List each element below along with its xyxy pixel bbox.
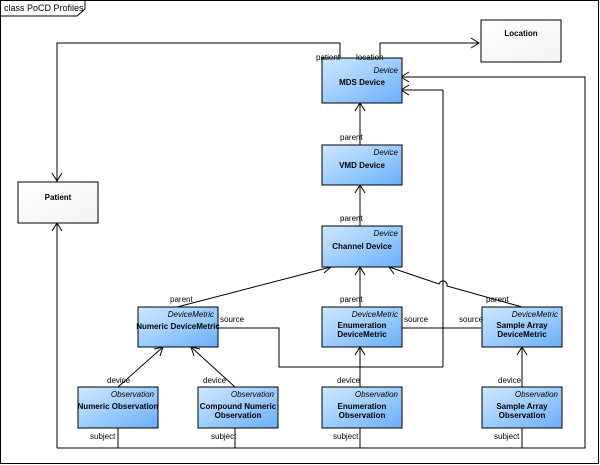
class-name: Numeric Observation [78, 402, 159, 411]
class-name: Observation [499, 411, 546, 420]
edge-compound-obs-metric [190, 346, 236, 388]
class-name: DeviceMetric [497, 330, 547, 339]
class-name: Channel Device [332, 242, 392, 251]
role-label-location: location [356, 53, 384, 62]
class-name: Location [504, 29, 537, 38]
class-stereotype: Device [374, 148, 399, 157]
edge-mds-location-arrowhead [470, 37, 480, 49]
class-name: Patient [45, 193, 72, 202]
class-name: Enumeration [338, 321, 387, 330]
class-mds-device[interactable]: Device MDS Device [321, 57, 403, 104]
class-enumeration-observation[interactable]: Observation Enumeration Observation [321, 386, 403, 429]
role-labels: patient location parent parent parent pa… [90, 53, 522, 441]
edge-mds-location [379, 42, 479, 58]
role-label-numeric-obs-device: device [107, 376, 131, 385]
class-channel-device[interactable]: Device Channel Device [321, 225, 403, 268]
class-stereotype: Observation [515, 390, 559, 399]
class-patient[interactable]: Patient [17, 181, 99, 224]
class-sample-array-observation[interactable]: Observation Sample Array Observation [481, 386, 563, 429]
class-enumeration-devicemetric[interactable]: DeviceMetric Enumeration DeviceMetric [321, 306, 403, 348]
role-label-numeric-source: source [220, 315, 245, 324]
role-label-compound-obs-subject: subject [211, 432, 237, 441]
role-label-channel-parent: parent [340, 214, 363, 223]
role-label-patient: patient [316, 53, 341, 62]
class-numeric-observation[interactable]: Observation Numeric Observation [77, 386, 159, 429]
role-label-sample-obs-device: device [498, 376, 522, 385]
role-label-vmd-parent: parent [340, 133, 363, 142]
class-name: Numeric DeviceMetric [136, 322, 220, 331]
role-label-enum-obs-device: device [337, 376, 361, 385]
edge-numeric-obs-metric [117, 346, 164, 388]
class-numeric-devicemetric[interactable]: DeviceMetric Numeric DeviceMetric [136, 306, 220, 348]
edge-numeric-metric-channel [176, 266, 332, 308]
role-label-sample-obs-subject: subject [494, 432, 520, 441]
edge-numeric-metric-source [218, 327, 443, 368]
class-name: Sample Array [496, 402, 548, 411]
class-name: Enumeration [338, 402, 387, 411]
role-label-numeric-obs-subject: subject [90, 432, 116, 441]
class-vmd-device[interactable]: Device VMD Device [321, 144, 403, 186]
class-compound-numeric-observation[interactable]: Observation Compound Numeric Observation [197, 386, 279, 429]
class-stereotype: Observation [111, 390, 155, 399]
frame-title: class PoCD Profiles [4, 3, 84, 13]
class-name: Compound Numeric [200, 402, 277, 411]
class-name: VMD Device [339, 161, 385, 170]
class-stereotype: Device [374, 66, 399, 75]
class-name: DeviceMetric [337, 330, 387, 339]
role-label-enum-parent: parent [340, 295, 363, 304]
class-name: Observation [339, 411, 386, 420]
edge-mds-patient [56, 42, 341, 181]
role-label-enum-source: source [404, 315, 429, 324]
class-stereotype: Observation [355, 390, 399, 399]
class-sample-array-devicemetric[interactable]: DeviceMetric Sample Array DeviceMetric [481, 306, 563, 348]
edge-mds-patient-arrowhead [51, 172, 63, 182]
role-label-enum-obs-subject: subject [333, 432, 359, 441]
class-stereotype: DeviceMetric [352, 310, 398, 319]
class-location[interactable]: Location [480, 19, 562, 63]
class-name: MDS Device [339, 78, 385, 87]
class-stereotype: DeviceMetric [168, 310, 214, 319]
class-stereotype: Device [374, 229, 399, 238]
class-name: Observation [215, 411, 262, 420]
role-label-sample-source: source [459, 315, 484, 324]
role-label-sample-parent: parent [486, 295, 509, 304]
class-stereotype: Observation [231, 390, 275, 399]
role-label-compound-obs-device: device [203, 376, 227, 385]
role-label-numeric-parent: parent [170, 295, 193, 304]
class-stereotype: DeviceMetric [512, 310, 558, 319]
class-name: Sample Array [496, 321, 548, 330]
edge-sample-metric-channel [388, 266, 523, 308]
